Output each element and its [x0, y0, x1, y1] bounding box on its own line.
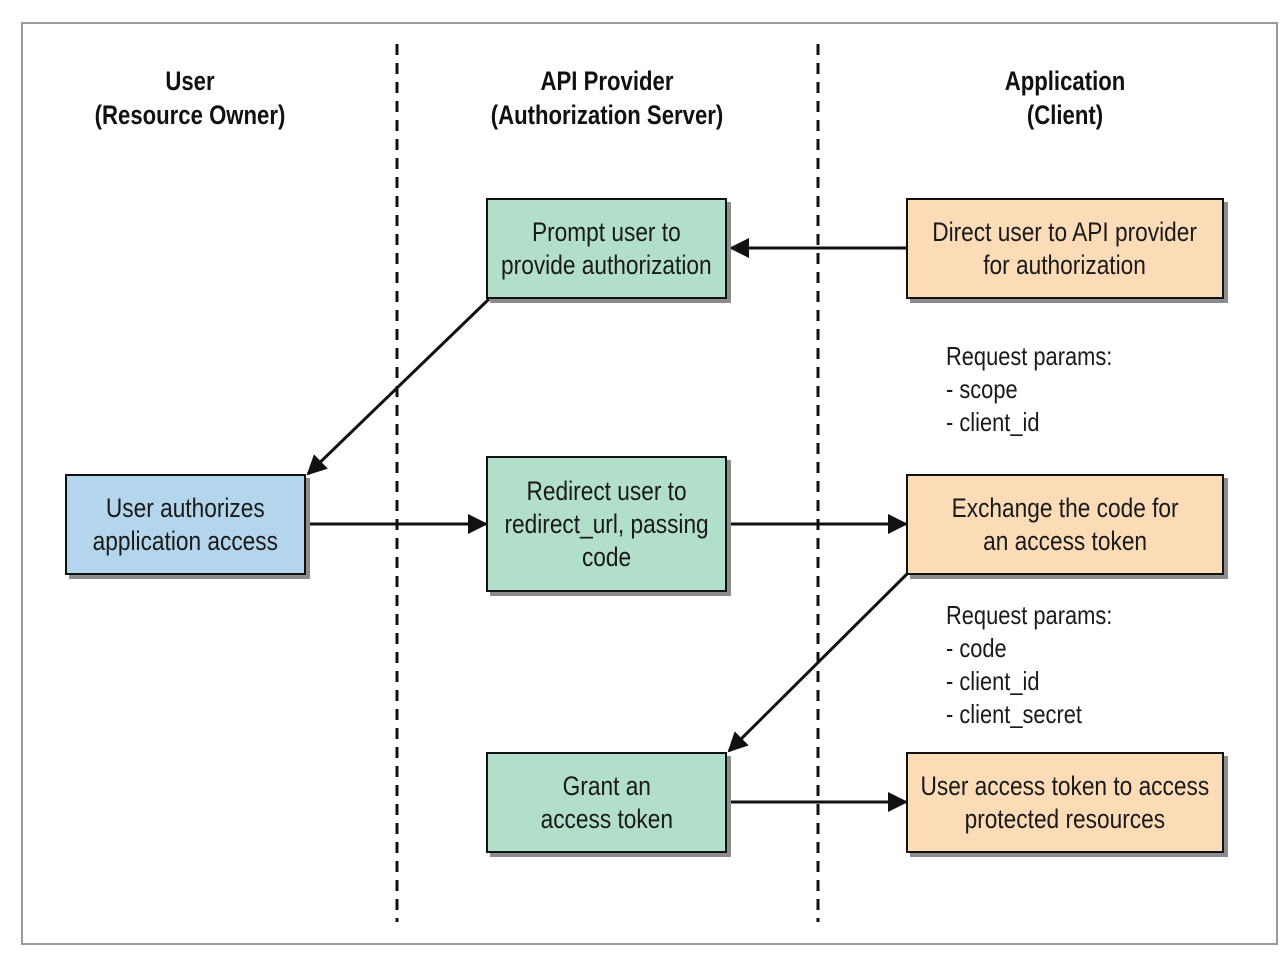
direct-user-box: Direct user to API provider for authoriz… [906, 198, 1224, 299]
redirect-user-box: Redirect user to redirect_url, passing c… [486, 456, 727, 592]
box-text-line: for authorization [983, 249, 1147, 280]
box-text-line: Prompt user to [532, 216, 681, 247]
lane-title-line: (Resource Owner) [94, 100, 286, 130]
box-text-line: User authorizes [106, 492, 265, 523]
lane-title-line: (Client) [1026, 100, 1104, 130]
note-item: - client_id [946, 666, 1040, 696]
note-item: - client_id [946, 407, 1040, 437]
lane-title-line: User [165, 66, 215, 96]
note-title: Request params: [946, 600, 1113, 630]
lane-title-line: (Authorization Server) [490, 100, 724, 130]
note-item: - scope [946, 374, 1018, 404]
box-text-line: access token [540, 803, 673, 834]
lane-title-application: Application (Client) [942, 64, 1188, 132]
lane-title-provider: API Provider (Authorization Server) [468, 64, 747, 132]
box-text-line: Direct user to API provider [932, 216, 1198, 247]
note-item: - code [946, 633, 1007, 663]
lane-title-line: API Provider [540, 66, 674, 96]
request-params-note-2: Request params: - code - client_id - cli… [946, 599, 1112, 731]
lane-title-user: User (Resource Owner) [67, 64, 313, 132]
box-text-line: Exchange the code for [951, 492, 1179, 523]
lane-title-line: Application [1004, 66, 1126, 96]
box-text-line: provide authorization [501, 249, 712, 280]
prompt-authorization-box: Prompt user to provide authorization [486, 198, 727, 299]
box-text-line: Grant an [562, 770, 651, 801]
box-text-line: User access token to access [920, 770, 1210, 801]
box-text-line: protected resources [964, 803, 1166, 834]
arrow-prompt-to-user [306, 297, 491, 476]
box-text-line: redirect_url, passing [504, 508, 709, 539]
box-text-line: code [581, 541, 632, 572]
note-item: - client_secret [946, 699, 1082, 729]
note-title: Request params: [946, 341, 1113, 371]
use-token-box: User access token to access protected re… [906, 752, 1224, 853]
box-text-line: an access token [983, 525, 1147, 556]
box-text-line: Redirect user to [526, 475, 687, 506]
box-text-line: application access [92, 525, 279, 556]
request-params-note-1: Request params: - scope - client_id [946, 340, 1112, 439]
exchange-code-box: Exchange the code for an access token [906, 474, 1224, 575]
arrow-exchange-to-grant [727, 572, 909, 753]
grant-token-box: Grant an access token [486, 752, 727, 853]
user-authorizes-box: User authorizes application access [65, 474, 306, 575]
